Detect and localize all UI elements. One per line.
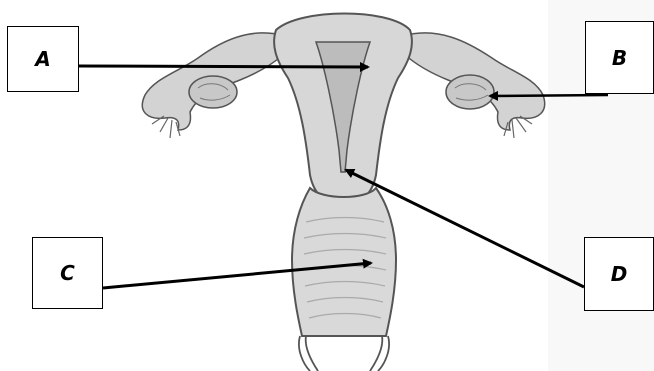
- label-b-text: B: [612, 46, 627, 70]
- label-box-c: C: [32, 237, 103, 309]
- label-box-a: A: [7, 26, 79, 92]
- arrow-a: [79, 66, 368, 67]
- label-a-text: A: [35, 47, 50, 71]
- label-c-text: C: [60, 261, 75, 285]
- label-box-d: D: [584, 237, 654, 311]
- label-box-b: B: [585, 21, 654, 94]
- left-ovary: [189, 76, 237, 108]
- right-ovary: [446, 75, 494, 109]
- vaginal-opening: [299, 336, 389, 371]
- label-d-text: D: [611, 262, 628, 286]
- arrow-b: [490, 95, 608, 96]
